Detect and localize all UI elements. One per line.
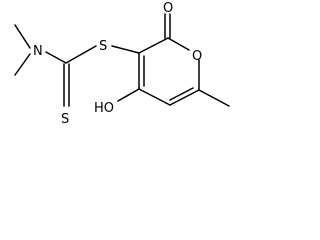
- bond-c-s-single: [65, 45, 97, 64]
- bond-ring-c2-o1: [167, 37, 190, 51]
- bond-c6-methyl: [198, 89, 230, 107]
- bond-s-ring: [111, 45, 140, 54]
- bond-ring-c6-c5-a: [169, 89, 200, 106]
- bond-ring-c5-c4: [138, 88, 171, 106]
- bond-n-methyl-upper: [14, 24, 31, 49]
- bonds: [14, 13, 230, 107]
- bond-n-c: [45, 51, 67, 64]
- bond-ring-c6-c5-b: [169, 87, 194, 101]
- sulfur-thione-label: S: [61, 112, 69, 127]
- atom-labels: N S S O O HO: [33, 1, 202, 127]
- hydroxyl-label: HO: [94, 101, 114, 116]
- oxygen-ring-label: O: [192, 49, 202, 64]
- sulfur-thioester-label: S: [99, 39, 107, 54]
- oxygen-carbonyl-label: O: [163, 1, 173, 16]
- nitrogen-label: N: [33, 44, 43, 59]
- bond-c4-oh: [117, 88, 140, 102]
- bond-ring-c3-c2: [138, 37, 169, 54]
- chemical-structure: N S S O O HO: [14, 1, 230, 127]
- bond-n-methyl-lower: [14, 53, 31, 76]
